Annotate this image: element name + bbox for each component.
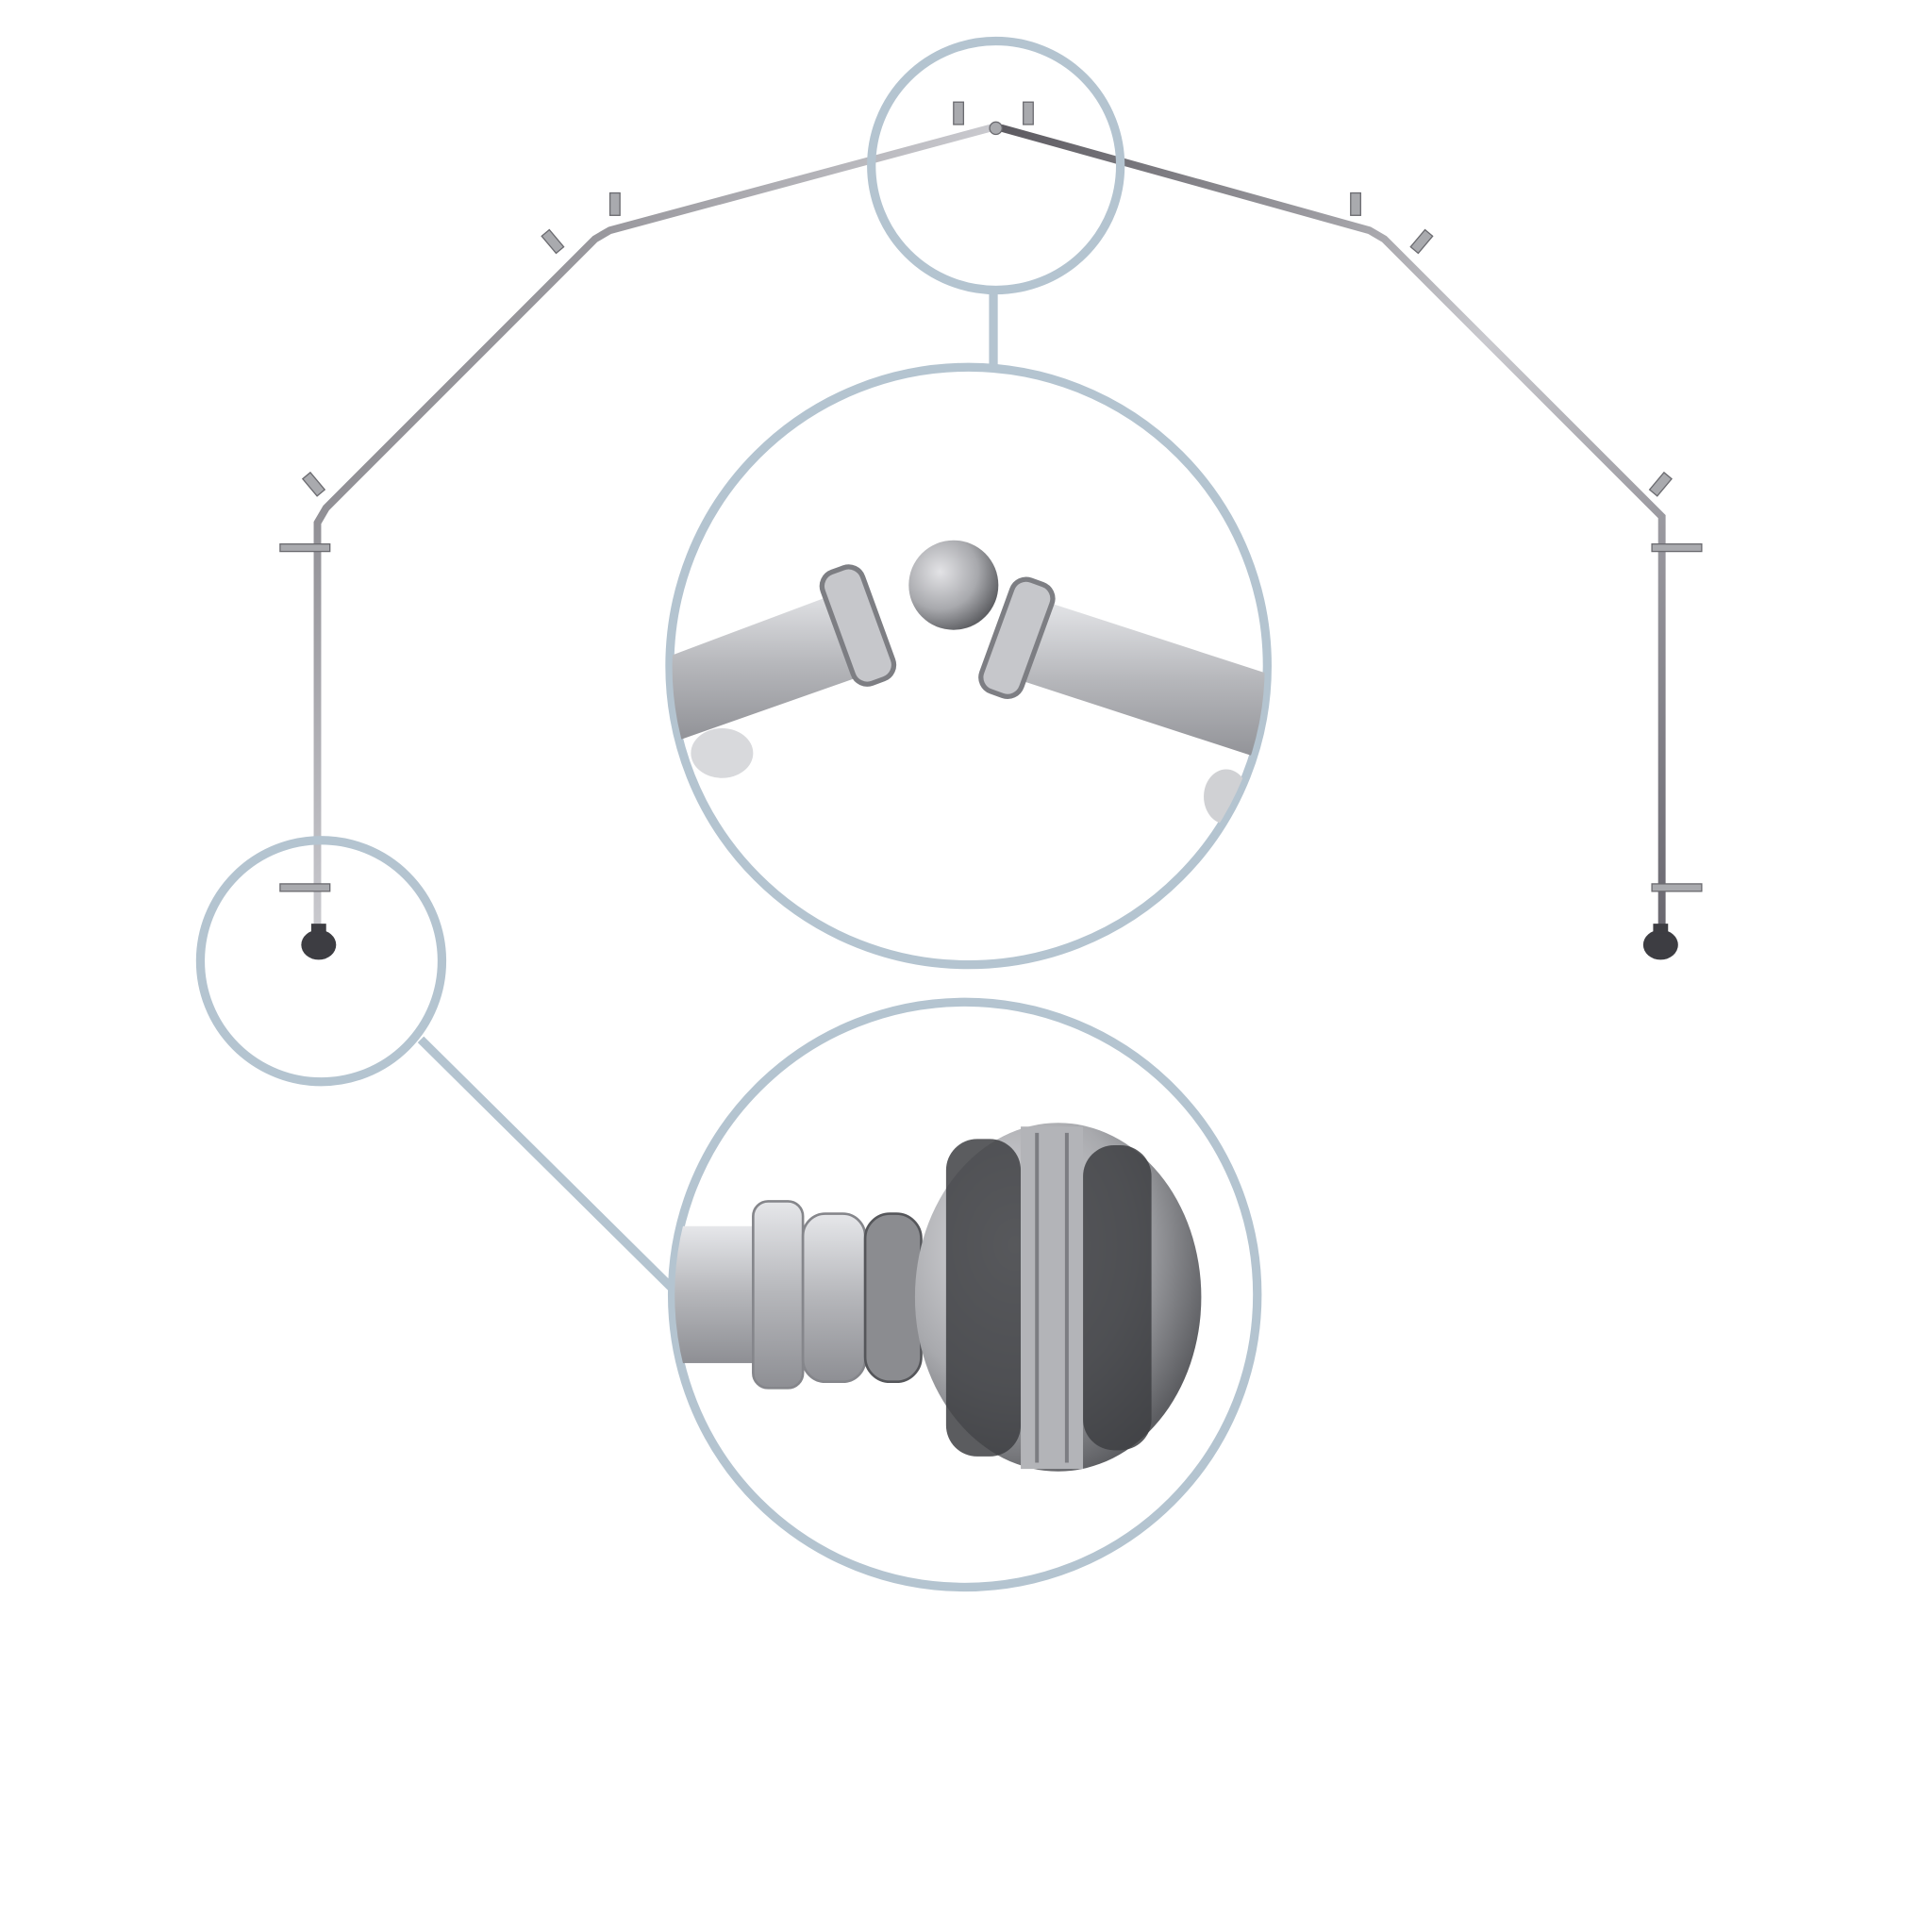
callout-rings [195, 36, 1272, 1592]
callout-ring-top-joint [867, 36, 1125, 295]
bracket-icons [279, 101, 1703, 892]
callout-ring-left-finial [195, 836, 447, 1087]
callout-ring-joint-detail [665, 362, 1272, 970]
elbow-joint-detail-icon [672, 540, 1265, 824]
bay-curtain-rod [313, 124, 1666, 932]
small-finial-icons [301, 924, 1678, 960]
callout-ring-finial-detail [667, 997, 1262, 1592]
callout-connector-bottom [417, 1036, 675, 1292]
finial-detail-icon [675, 1123, 1202, 1472]
